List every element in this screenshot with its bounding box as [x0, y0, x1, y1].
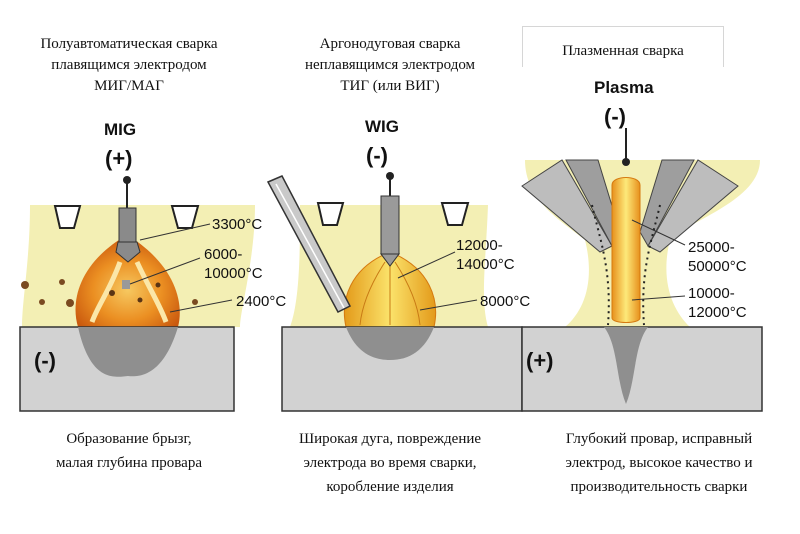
mig-droplet [122, 280, 130, 289]
plasma-heading-tab: Плазменная сварка [522, 26, 724, 67]
mig-arc-streak [89, 261, 123, 323]
plasma-workpiece-polarity: (+) [526, 348, 554, 373]
plasma-workpiece [521, 326, 763, 412]
plasma-caption-line: производительность сварки [570, 479, 748, 495]
mig-spatter [66, 299, 74, 307]
mig-spatter [155, 282, 161, 288]
mig-temp-electrode: 3300°C [212, 216, 263, 233]
leader-line [419, 299, 478, 311]
mig-temp-arc: 6000- 10000°C [204, 246, 263, 282]
wig-temp-core: 12000- 14000°C [456, 237, 515, 273]
plasma-electrode-polarity: (-) [604, 104, 626, 129]
mig-heading: Полуавтоматическая сварка плавящимся эле… [0, 34, 258, 97]
mig-droplet [115, 241, 141, 263]
wig-temp-outer: 8000°C [480, 293, 531, 310]
wig-electrode-polarity: (-) [366, 143, 388, 168]
wig-nozzle-right [440, 202, 470, 226]
plasma-process-label: Plasma [594, 78, 654, 97]
wig-caption-line: Широкая дуга, повреждение [298, 431, 482, 447]
wig-electrode [380, 195, 400, 255]
wig-nozzle-left [316, 202, 345, 226]
mig-caption: Образование брызг, малая глубина провара [0, 427, 258, 475]
mig-wire-tip [123, 176, 131, 184]
wig-caption-line: электрода во время сварки, [303, 455, 477, 471]
mig-weld-pool [78, 327, 178, 377]
wig-heading: Аргонодуговая сварка неплавящимся электр… [258, 34, 522, 97]
plasma-caption-line: электрод, высокое качество и [565, 455, 753, 471]
leader-line [169, 299, 233, 313]
plasma-heading: Плазменная сварка [562, 43, 684, 59]
wig-weld-pool [346, 327, 434, 360]
leader-line [397, 251, 456, 279]
filler-rod [266, 175, 352, 313]
wig-caption-line: коробление изделия [326, 479, 454, 495]
wig-heading-line: Аргонодуговая сварка [319, 36, 461, 52]
mig-spatter [137, 297, 143, 303]
plasma-arc [611, 177, 641, 323]
leader-line [631, 219, 686, 246]
mig-spatter [192, 299, 198, 305]
plasma-temp-core: 25000- 50000°C [688, 239, 747, 275]
leader-line [631, 295, 686, 301]
plasma-wire-tip [622, 158, 630, 166]
leader-line [129, 257, 201, 285]
mig-spatter [21, 281, 29, 289]
wig-arc-line [394, 261, 421, 326]
wig-heading-line: ТИГ (или ВИГ) [340, 78, 440, 94]
mig-caption-line: Образование брызг, [66, 431, 192, 447]
mig-spatter [39, 299, 45, 305]
wig-caption: Широкая дуга, повреждение электрода во в… [258, 427, 522, 499]
wig-heading-line: неплавящимся электродом [304, 57, 476, 73]
mig-spatter [109, 290, 115, 296]
mig-process-label: MIG [104, 120, 137, 139]
mig-illustration [19, 176, 255, 412]
mig-heading-line: Полуавтоматическая сварка [40, 36, 218, 52]
leader-line [139, 223, 211, 241]
plasma-caption-line: Глубокий провар, исправный [565, 431, 753, 447]
plasma-illustration [521, 128, 763, 412]
wig-process-label: WIG [365, 117, 399, 136]
wig-wire-tip [386, 172, 394, 180]
wig-arc-line [359, 261, 386, 326]
wig-electrode-tip [380, 253, 400, 267]
mig-caption-line: малая глубина провара [56, 455, 202, 471]
mig-nozzle-left [53, 205, 82, 229]
mig-heading-line: МИГ/МАГ [94, 78, 164, 94]
mig-heading-line: плавящимся электродом [51, 57, 207, 73]
mig-spatter [59, 279, 65, 285]
plasma-temp-outer: 10000- 12000°C [688, 285, 747, 321]
plasma-caption: Глубокий провар, исправный электрод, выс… [520, 427, 798, 499]
wig-illustration [266, 172, 523, 412]
mig-electrode-polarity: (+) [105, 146, 133, 171]
plasma-weld-pool [604, 327, 648, 404]
mig-temp-outer: 2400°C [236, 293, 287, 310]
mig-workpiece-polarity: (-) [34, 348, 56, 373]
mig-electrode [118, 207, 137, 243]
mig-arc-streak [134, 260, 169, 323]
